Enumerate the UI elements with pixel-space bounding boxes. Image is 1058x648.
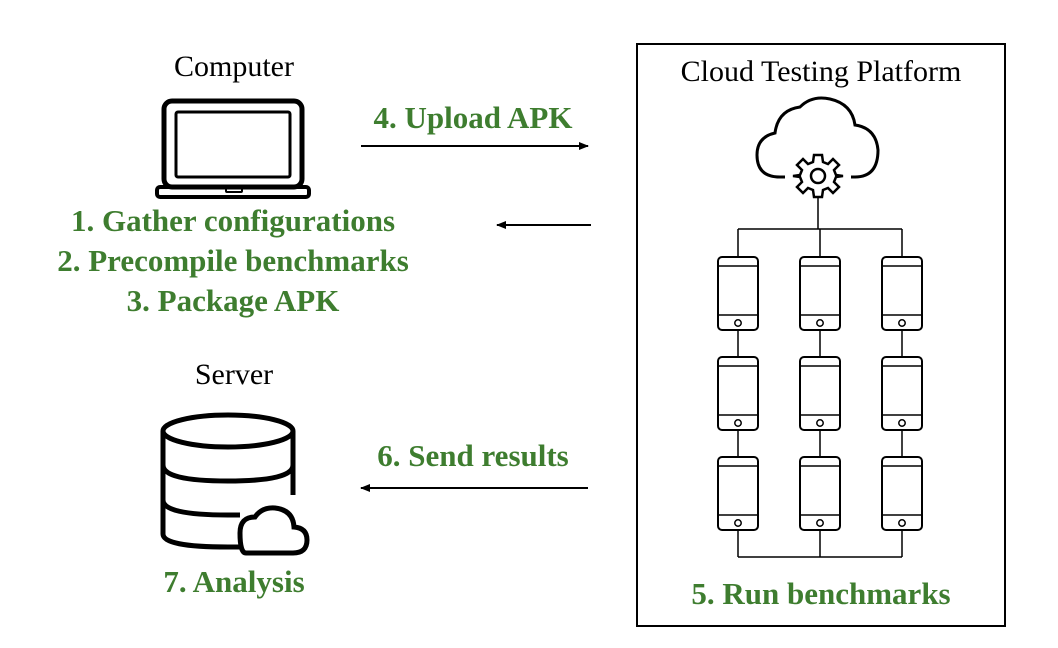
step-5-label: 5. Run benchmarks xyxy=(691,576,951,611)
laptop-icon xyxy=(155,98,311,199)
phone-icon xyxy=(717,356,759,431)
step-2-label: 2. Precompile benchmarks xyxy=(57,243,409,278)
computer-title: Computer xyxy=(174,50,294,83)
cloud-platform-title: Cloud Testing Platform xyxy=(680,55,962,88)
step-3-label: 3. Package APK xyxy=(126,283,340,318)
phone-icon xyxy=(717,456,759,531)
phone-icon xyxy=(881,456,923,531)
phone-icon xyxy=(799,356,841,431)
step-7-label: 7. Analysis xyxy=(163,564,305,599)
network-lines xyxy=(737,197,903,558)
database-cloud-icon xyxy=(160,412,310,556)
phone-icon xyxy=(881,356,923,431)
server-title: Server xyxy=(194,358,274,391)
cloud-platform-box xyxy=(636,43,1006,627)
phone-icon xyxy=(799,256,841,331)
phone-icon xyxy=(717,256,759,331)
step-4-label: 4. Upload APK xyxy=(373,100,573,135)
step-6-label: 6. Send results xyxy=(377,438,569,473)
step-1-label: 1. Gather configurations xyxy=(70,203,396,238)
phone-icon xyxy=(799,456,841,531)
phone-icon xyxy=(881,256,923,331)
cloud-gear-icon xyxy=(755,96,880,199)
